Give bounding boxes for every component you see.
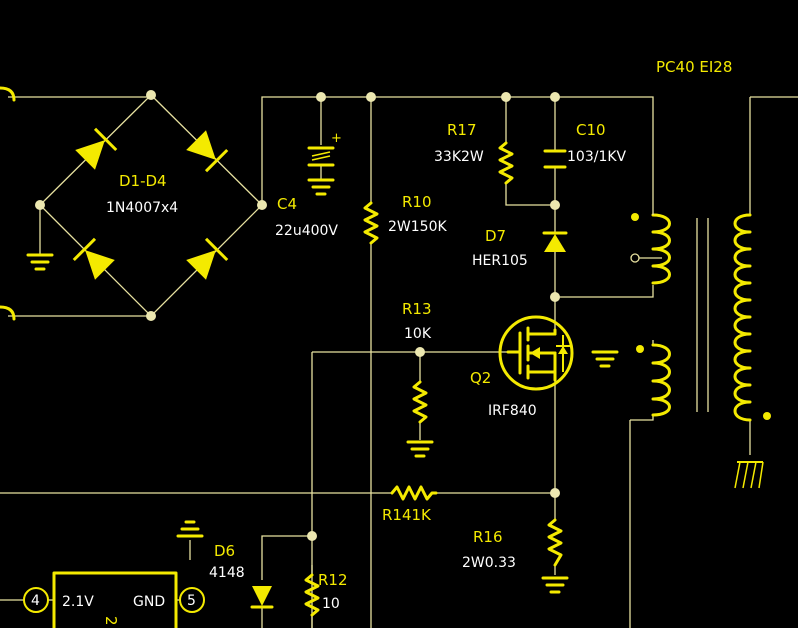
r17-resistor bbox=[498, 141, 514, 185]
r16-resistor bbox=[547, 518, 563, 567]
q2-ref: Q2 bbox=[470, 369, 491, 387]
resistors bbox=[304, 141, 563, 617]
c4-plus-sign: + bbox=[331, 131, 342, 146]
c4-value: 22u400V bbox=[275, 223, 338, 239]
q2-value: IRF840 bbox=[488, 403, 537, 419]
d7-ref: D7 bbox=[485, 227, 506, 245]
d7-value: HER105 bbox=[472, 253, 528, 269]
r13-value: 10K bbox=[404, 326, 432, 342]
ic-vref-label: 2.1V bbox=[62, 594, 94, 610]
ground-icon bbox=[307, 178, 335, 196]
bridge-diode-4 bbox=[186, 237, 229, 280]
r10-value: 2W150K bbox=[388, 219, 447, 235]
r17-value: 33K2W bbox=[434, 149, 484, 165]
d6-value: 4148 bbox=[209, 565, 245, 581]
r12-value: 10 bbox=[322, 596, 340, 612]
d6-diode bbox=[250, 586, 274, 609]
d1d4-ref: D1-D4 bbox=[119, 172, 167, 190]
r16-ref: R16 bbox=[473, 528, 503, 546]
ground-icon bbox=[26, 253, 54, 271]
aux-winding bbox=[651, 343, 671, 417]
c10-value: 103/1KV bbox=[567, 149, 627, 165]
pin-4-label: 4 bbox=[31, 593, 40, 609]
c4-ref: C4 bbox=[277, 195, 297, 213]
r16-value: 2W0.33 bbox=[462, 555, 516, 571]
r10-resistor bbox=[363, 201, 379, 245]
ic-gnd-label: GND bbox=[133, 594, 165, 610]
transformer bbox=[630, 205, 771, 422]
r14-resistor bbox=[390, 485, 438, 501]
r12-resistor bbox=[304, 573, 320, 617]
c10-ref: C10 bbox=[576, 121, 606, 139]
r12-ref: R12 bbox=[318, 571, 348, 589]
r14-label: R141K bbox=[382, 506, 432, 524]
r13-resistor bbox=[412, 380, 428, 424]
bridge-rectifier bbox=[72, 127, 229, 280]
chassis-ground-icon bbox=[734, 461, 764, 489]
c10-capacitor bbox=[543, 149, 567, 169]
d6-ref: D6 bbox=[214, 542, 235, 560]
ac-input-terminals bbox=[0, 86, 16, 321]
secondary-winding bbox=[733, 213, 752, 422]
r10-ref: R10 bbox=[402, 193, 432, 211]
d7-diode bbox=[542, 231, 568, 252]
ground-icon bbox=[406, 440, 434, 458]
ground-symbols bbox=[26, 178, 764, 594]
ic-number-label: 2 bbox=[102, 616, 120, 626]
aux-dot bbox=[636, 345, 644, 353]
control-ic: 4 5 2.1V GND 2 bbox=[23, 571, 205, 628]
q2-mosfet bbox=[498, 315, 574, 391]
secondary-dot bbox=[763, 412, 771, 420]
bridge-diode-2 bbox=[186, 130, 229, 173]
ground-icon bbox=[541, 576, 569, 594]
junction-dots bbox=[35, 90, 560, 541]
r13-ref: R13 bbox=[402, 300, 432, 318]
d1d4-value: 1N4007x4 bbox=[106, 200, 178, 216]
c4-capacitor: + bbox=[307, 131, 342, 167]
primary-winding bbox=[651, 213, 671, 285]
primary-tap bbox=[630, 253, 640, 263]
primary-dot bbox=[631, 213, 639, 221]
component-labels: PC40 EI28 D1-D4 1N4007x4 C4 22u400V R10 … bbox=[106, 58, 732, 612]
r17-ref: R17 bbox=[447, 121, 477, 139]
transformer-label: PC40 EI28 bbox=[656, 58, 732, 76]
ground-icon bbox=[591, 350, 619, 368]
ground-icon bbox=[176, 520, 204, 538]
pin-5-label: 5 bbox=[187, 593, 196, 609]
